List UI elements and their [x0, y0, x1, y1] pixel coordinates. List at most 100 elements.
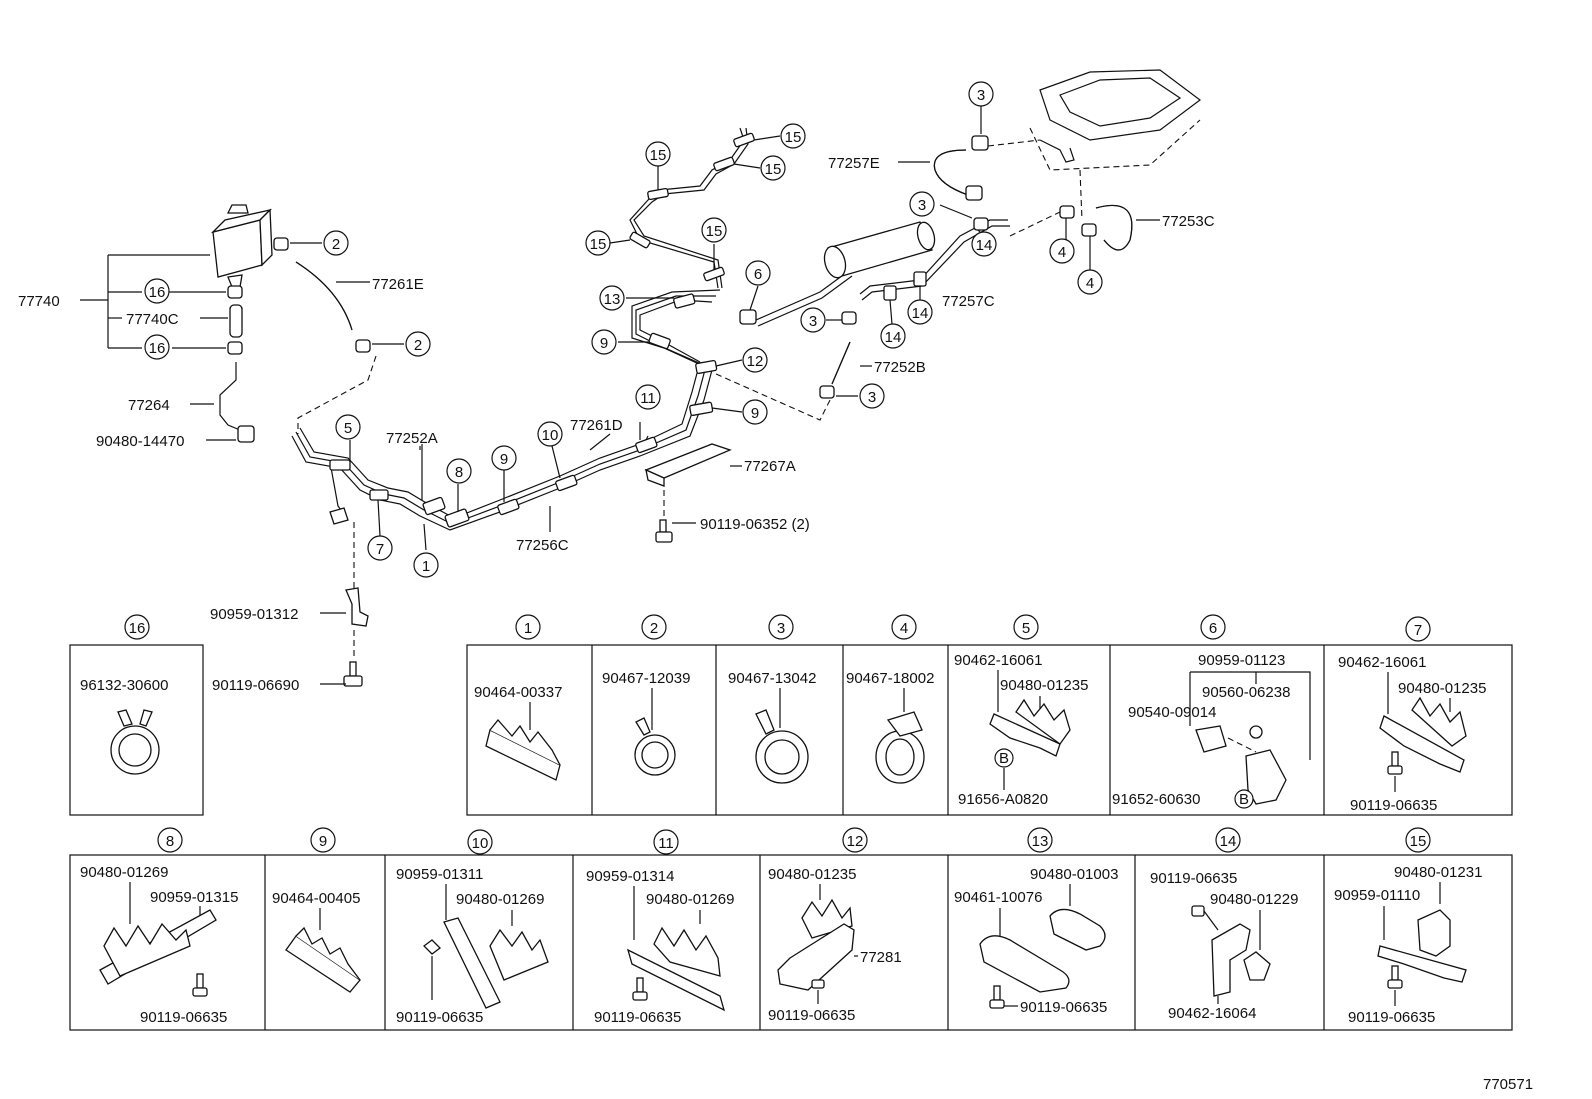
callout-4-b: 4 — [1077, 269, 1103, 295]
svg-text:12: 12 — [847, 833, 864, 850]
svg-text:5: 5 — [344, 420, 352, 437]
detail-10: 10 90959-01311 90480-01269 90119-06635 — [396, 829, 549, 1026]
grommet-90480-14470 — [237, 425, 255, 443]
svg-text:90959-01314: 90959-01314 — [586, 868, 674, 885]
svg-text:2: 2 — [414, 337, 422, 354]
callout-9-mid: 9 — [491, 445, 517, 471]
svg-text:15: 15 — [590, 236, 607, 253]
svg-text:2: 2 — [332, 236, 340, 253]
svg-text:90119-06635: 90119-06635 — [1350, 797, 1437, 814]
svg-text:4: 4 — [1058, 244, 1066, 261]
svg-text:14: 14 — [976, 237, 993, 254]
svg-text:15: 15 — [765, 161, 782, 178]
label-77252b: 77252B — [874, 359, 926, 376]
charcoal-canister — [823, 221, 936, 279]
callout-9-right: 9 — [742, 399, 768, 425]
svg-text:90959-01315: 90959-01315 — [150, 889, 238, 906]
svg-text:90464-00337: 90464-00337 — [474, 684, 562, 701]
detail-5: 5 90462-16061 90480-01235 91656-A0820 B — [954, 614, 1088, 808]
detail-16: 16 96132-30600 — [69, 614, 204, 816]
detail-13: 13 90480-01003 90461-10076 90119-06635 — [954, 827, 1118, 1016]
svg-text:90480-01235: 90480-01235 — [768, 866, 856, 883]
svg-text:90959-01123: 90959-01123 — [1198, 652, 1285, 669]
callout-3-mid: 3 — [909, 191, 935, 217]
detail-6: 6 90959-01123 90560-06238 90540-09014 91… — [1112, 614, 1311, 809]
svg-text:10: 10 — [472, 835, 489, 852]
callout-14-a: 14 — [880, 323, 906, 349]
callout-6: 6 — [745, 260, 771, 286]
svg-text:9: 9 — [319, 833, 327, 850]
clamp-15-b — [713, 156, 735, 172]
svg-text:1: 1 — [422, 558, 430, 575]
svg-text:3: 3 — [777, 620, 785, 637]
svg-text:4: 4 — [900, 620, 908, 637]
detail-14: 14 90119-06635 90480-01229 90462-16064 — [1150, 827, 1298, 1022]
label-90119-06352: 90119-06352 (2) — [700, 516, 810, 533]
clamp-3-mid — [973, 217, 989, 231]
svg-text:90467-12039: 90467-12039 — [602, 670, 690, 687]
svg-text:B: B — [999, 750, 1009, 767]
callout-3-lower-b: 3 — [859, 383, 885, 409]
svg-text:90119-06635: 90119-06635 — [768, 1007, 855, 1024]
label-77257e: 77257E — [828, 155, 880, 172]
callout-12: 12 — [742, 347, 768, 373]
clamp-4-b — [1081, 223, 1097, 237]
clamp-13 — [673, 293, 696, 309]
svg-text:96132-30600: 96132-30600 — [80, 677, 168, 694]
callout-9-left: 9 — [591, 329, 617, 355]
svg-text:12: 12 — [747, 353, 764, 370]
svg-text:8: 8 — [455, 464, 463, 481]
clamp-3-lower-a — [841, 311, 857, 325]
callout-15-right-a: 15 — [760, 155, 786, 181]
callout-15-left: 15 — [585, 230, 611, 256]
figure-code: 770571 — [1483, 1076, 1533, 1093]
bolt-90119-06352 — [655, 519, 673, 543]
pipe-77257c — [859, 219, 1010, 301]
svg-text:2: 2 — [650, 620, 658, 637]
bracket-77740 — [80, 254, 236, 441]
clamp-15-d — [629, 231, 651, 249]
label-77253c: 77253C — [1162, 213, 1215, 230]
svg-text:90467-18002: 90467-18002 — [846, 670, 934, 687]
svg-text:15: 15 — [650, 147, 667, 164]
protector-77267a — [644, 443, 732, 487]
label-77267a: 77267A — [744, 458, 796, 475]
bracket-90959-01312 — [345, 587, 369, 627]
detail-1: 1 90464-00337 — [474, 614, 562, 781]
svg-text:90480-01003: 90480-01003 — [1030, 866, 1118, 883]
svg-text:14: 14 — [1220, 833, 1237, 850]
callout-5: 5 — [335, 414, 361, 440]
callout-15-mid: 15 — [701, 217, 727, 243]
label-77740: 77740 — [18, 293, 60, 310]
svg-text:91656-A0820: 91656-A0820 — [958, 791, 1048, 808]
detail-12: 12 90480-01235 77281 90119-06635 — [768, 827, 902, 1024]
hose-77253c — [1095, 204, 1133, 251]
label-77257c: 77257C — [942, 293, 995, 310]
svg-text:3: 3 — [977, 87, 985, 104]
callout-16-upper: 16 — [144, 278, 170, 304]
svg-text:77281: 77281 — [860, 949, 902, 966]
fuel-tank-outline — [1029, 69, 1201, 171]
detail-7: 7 90462-16061 90480-01235 90119-06635 — [1338, 616, 1486, 814]
detail-row2-frame — [69, 854, 1513, 1031]
label-77261e: 77261E — [372, 276, 424, 293]
clamp-3-top — [971, 135, 989, 151]
callout-3-lower-a: 3 — [800, 307, 826, 333]
clamp-5 — [329, 459, 351, 471]
tube-bundle-main — [291, 289, 721, 531]
svg-text:3: 3 — [809, 313, 817, 330]
clamp-4-a — [1059, 205, 1075, 219]
label-90119-06690: 90119-06690 — [212, 677, 299, 694]
svg-text:9: 9 — [500, 451, 508, 468]
pipe-77264 — [219, 362, 241, 431]
svg-text:15: 15 — [706, 223, 723, 240]
svg-text:6: 6 — [1209, 620, 1217, 637]
callout-15-right-b: 15 — [780, 123, 806, 149]
svg-text:90119-06635: 90119-06635 — [594, 1009, 681, 1026]
detail-8: 8 90480-01269 90959-01315 90119-06635 — [80, 827, 238, 1026]
svg-text:90119-06635: 90119-06635 — [1348, 1009, 1435, 1026]
callout-10: 10 — [537, 421, 563, 447]
svg-text:90480-01235: 90480-01235 — [1000, 677, 1088, 694]
clamp-part-16-lower — [227, 341, 243, 355]
